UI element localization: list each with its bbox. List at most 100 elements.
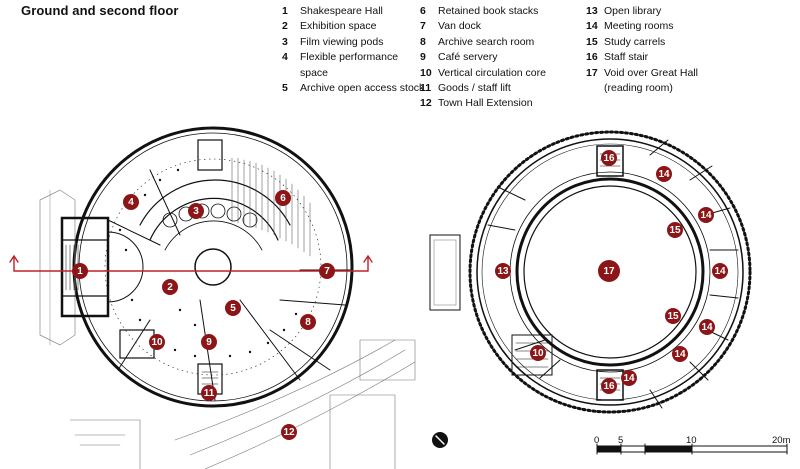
room-marker-8: 8	[300, 314, 316, 330]
svg-text:14: 14	[714, 266, 726, 277]
svg-text:11: 11	[204, 388, 215, 399]
legend-number: 4	[282, 51, 288, 64]
legend-label: Town Hall Extension	[438, 97, 533, 110]
svg-text:5: 5	[230, 303, 236, 314]
room-marker-10: 10	[149, 334, 165, 350]
legend-label: Archive open access stock	[300, 82, 425, 95]
legend-number: 8	[420, 35, 426, 48]
legend-number: 14	[586, 20, 598, 33]
room-marker-14: 14	[656, 166, 672, 182]
room-marker-9: 9	[201, 334, 217, 350]
legend-label: Study carrels	[604, 35, 666, 48]
legend-label: Staff stair	[604, 51, 649, 64]
legend-number: 10	[420, 66, 432, 79]
section-line	[9, 254, 373, 272]
legend-label: Archive search room	[438, 35, 535, 48]
svg-text:3: 3	[193, 206, 199, 217]
room-marker-14: 14	[699, 319, 715, 335]
room-marker-14: 14	[621, 370, 637, 386]
svg-text:16: 16	[603, 381, 615, 392]
room-marker-4: 4	[123, 194, 139, 210]
legend-number: 5	[282, 82, 288, 95]
scale-label-10: 10	[686, 435, 697, 446]
svg-text:9: 9	[206, 337, 212, 348]
room-marker-14: 14	[712, 263, 728, 279]
svg-text:16: 16	[603, 153, 615, 164]
room-marker-15: 15	[667, 222, 683, 238]
legend-item: 17 Void over Great Hall (reading room)	[586, 66, 714, 97]
room-marker-15: 15	[665, 308, 681, 324]
legend-item: 5 Archive open access stock	[282, 81, 424, 96]
room-marker-10: 10	[530, 345, 546, 361]
legend-label: Goods / staff lift	[438, 82, 511, 95]
legend-item: 10 Vertical circulation core	[420, 66, 546, 81]
room-marker-1: 1	[72, 263, 88, 279]
west-entrance-block	[39, 189, 144, 346]
room-marker-2: 2	[162, 279, 178, 295]
legend-item: 8 Archive search room	[420, 35, 546, 50]
scale-bar	[596, 443, 788, 455]
legend-number: 6	[420, 5, 426, 17]
svg-text:8: 8	[305, 317, 311, 328]
legend-item: 11 Goods / staff lift	[420, 81, 546, 96]
column-dots	[118, 168, 298, 358]
scale-label-0: 0	[594, 435, 600, 446]
stair-cores	[119, 139, 223, 395]
svg-text:12: 12	[283, 427, 295, 438]
svg-text:14: 14	[658, 169, 670, 180]
room-marker-5: 5	[225, 300, 241, 316]
legend-number: 3	[282, 35, 288, 48]
room-marker-16: 16	[601, 150, 617, 166]
legend-number: 15	[586, 35, 598, 48]
legend-label: Café servery	[438, 51, 498, 64]
svg-text:10: 10	[532, 348, 544, 359]
legend-number: 2	[282, 20, 288, 33]
radial-walls	[107, 169, 351, 401]
svg-text:15: 15	[667, 311, 679, 322]
room-marker-14: 14	[672, 346, 688, 362]
town-hall-extension-outline	[69, 339, 416, 469]
svg-text:14: 14	[701, 322, 713, 333]
room-marker-6: 6	[275, 190, 291, 206]
legend-label: Retained book stacks	[438, 5, 539, 17]
room-marker-16: 16	[601, 378, 617, 394]
second-floor-plan	[429, 130, 752, 414]
legend-label: Vertical circulation core	[438, 66, 546, 79]
legend-number: 17	[586, 66, 598, 79]
svg-text:14: 14	[674, 349, 686, 360]
legend-item: 16 Staff stair	[586, 50, 714, 65]
legend-number: 16	[586, 51, 598, 64]
svg-text:10: 10	[151, 337, 163, 348]
ground-floor-plan	[9, 126, 416, 469]
legend-item: 6 Retained book stacks	[420, 4, 546, 19]
svg-text:6: 6	[280, 193, 286, 204]
legend-number: 11	[420, 82, 432, 95]
legend-label: Void over Great Hall (reading room)	[604, 66, 698, 95]
legend-item: 15 Study carrels	[586, 35, 714, 50]
room-marker-7: 7	[319, 263, 335, 279]
svg-text:17: 17	[603, 266, 615, 277]
north-arrow-icon	[432, 432, 448, 448]
legend-number: 7	[420, 20, 426, 33]
svg-text:13: 13	[497, 266, 509, 277]
svg-text:15: 15	[669, 225, 681, 236]
page-title: Ground and second floor	[21, 3, 179, 18]
room-marker-14: 14	[698, 207, 714, 223]
legend-label: Shakespeare Hall	[300, 5, 383, 17]
room-dividers	[487, 139, 739, 409]
film-pod-circles	[162, 203, 258, 228]
svg-text:14: 14	[623, 373, 635, 384]
